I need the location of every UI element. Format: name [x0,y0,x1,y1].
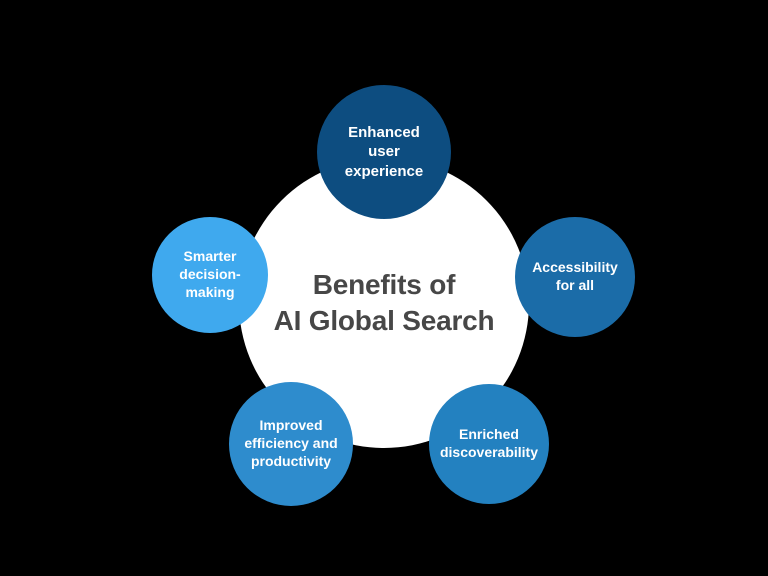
node-enriched-discoverability[interactable]: Enriched discoverability [429,384,549,504]
node-enhanced-user-experience[interactable]: Enhanced user experience [317,85,451,219]
node-label-enhanced-user-experience: Enhanced user experience [344,124,424,180]
diagram-center-title: Benefits of AI Global Search [273,268,495,336]
node-accessibility-for-all[interactable]: Accessibility for all [515,217,635,337]
node-label-accessibility-for-all: Accessibility for all [532,259,618,293]
node-label-enriched-discoverability: Enriched discoverability [439,426,539,460]
node-smarter-decision-making[interactable]: Smarter decision- making [152,217,268,333]
node-improved-efficiency-and-productivity[interactable]: Improved efficiency and productivity [229,382,353,506]
node-label-smarter-decision-making: Smarter decision- making [179,248,241,300]
node-label-improved-efficiency-and-productivity: Improved efficiency and productivity [244,417,338,469]
